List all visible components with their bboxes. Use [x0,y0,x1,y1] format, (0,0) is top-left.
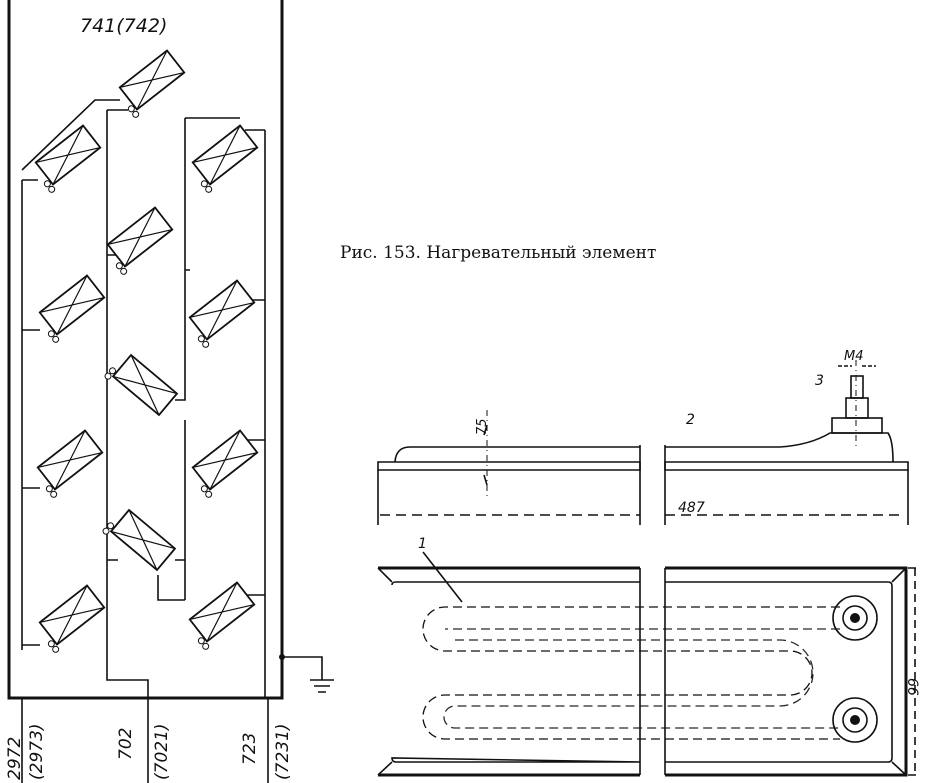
heating-element-symbol [38,274,106,343]
terminal-label-alt: (2973) [27,723,47,780]
heating-element-symbol [118,49,186,118]
figure-caption: Рис. 153. Нагревательный элемент [340,243,656,263]
schematic-title: 741(742) [80,15,167,37]
heating-element-symbol [102,508,177,572]
heating-element-symbol [191,429,259,498]
terminal-label-alt: (7231) [273,723,293,780]
heating-element-symbol [34,124,102,193]
callout-2: 2 [686,412,695,428]
ground-icon [282,656,334,693]
dimension-height: 75 [475,418,490,435]
callout-3: 3 [815,373,824,389]
terminal-label-alt: (7021) [152,723,172,780]
terminal-label: 2972 [5,737,25,780]
heating-element-symbol [106,206,174,275]
panel-frame [7,0,284,700]
terminal-bottom [832,697,878,743]
dimension-length: 487 [678,500,705,516]
heater-wiring-schematic: 741(742) 2972 (2973) 702 (7021) 723 (723… [5,0,334,783]
heating-element-symbol [191,124,259,193]
heater-plan-view: 66 1 [377,536,920,777]
heating-element-symbol [38,584,106,653]
dimension-width: 66 [904,678,920,696]
heating-element-symbol [188,279,256,348]
terminal-label: 723 [240,733,260,765]
heating-element-symbol [188,581,256,650]
heating-element-symbol [104,353,179,417]
dimension-thread: M4 [844,349,864,364]
terminal-top [832,595,878,641]
callout-1: 1 [418,536,427,552]
terminal-label: 702 [116,728,136,760]
heater-side-view: 75 487 2 3 M4 [377,349,909,525]
heating-element-symbol [36,429,104,498]
